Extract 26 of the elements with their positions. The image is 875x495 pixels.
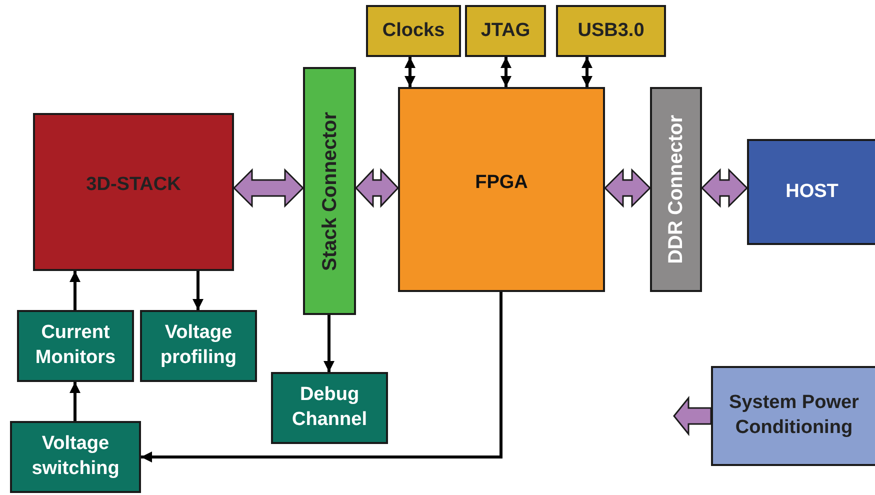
arrow — [404, 57, 416, 87]
arrow — [70, 382, 80, 421]
block: System Power Conditioning — [711, 366, 875, 466]
block: JTAG — [465, 5, 546, 57]
arrow — [500, 57, 512, 87]
block-arrow — [232, 168, 304, 208]
block: FPGA — [398, 87, 605, 292]
block: Clocks — [366, 5, 461, 57]
block-arrow — [354, 168, 400, 208]
block: Voltage profiling — [140, 310, 257, 382]
block-arrow — [604, 168, 652, 208]
block: Stack Connector — [303, 67, 356, 315]
arrow — [70, 271, 80, 310]
arrow — [192, 271, 204, 310]
block: DDR Connector — [650, 87, 702, 292]
block: USB3.0 — [556, 5, 666, 57]
arrow — [582, 57, 592, 87]
block: 3D-STACK — [33, 113, 234, 271]
block-arrow — [673, 396, 712, 436]
block: Debug Channel — [271, 372, 388, 444]
block: HOST — [747, 139, 875, 245]
block-arrow — [700, 168, 748, 208]
block: Voltage switching — [10, 421, 141, 493]
block: Current Monitors — [17, 310, 134, 382]
arrow — [141, 292, 502, 462]
arrow — [324, 315, 334, 372]
